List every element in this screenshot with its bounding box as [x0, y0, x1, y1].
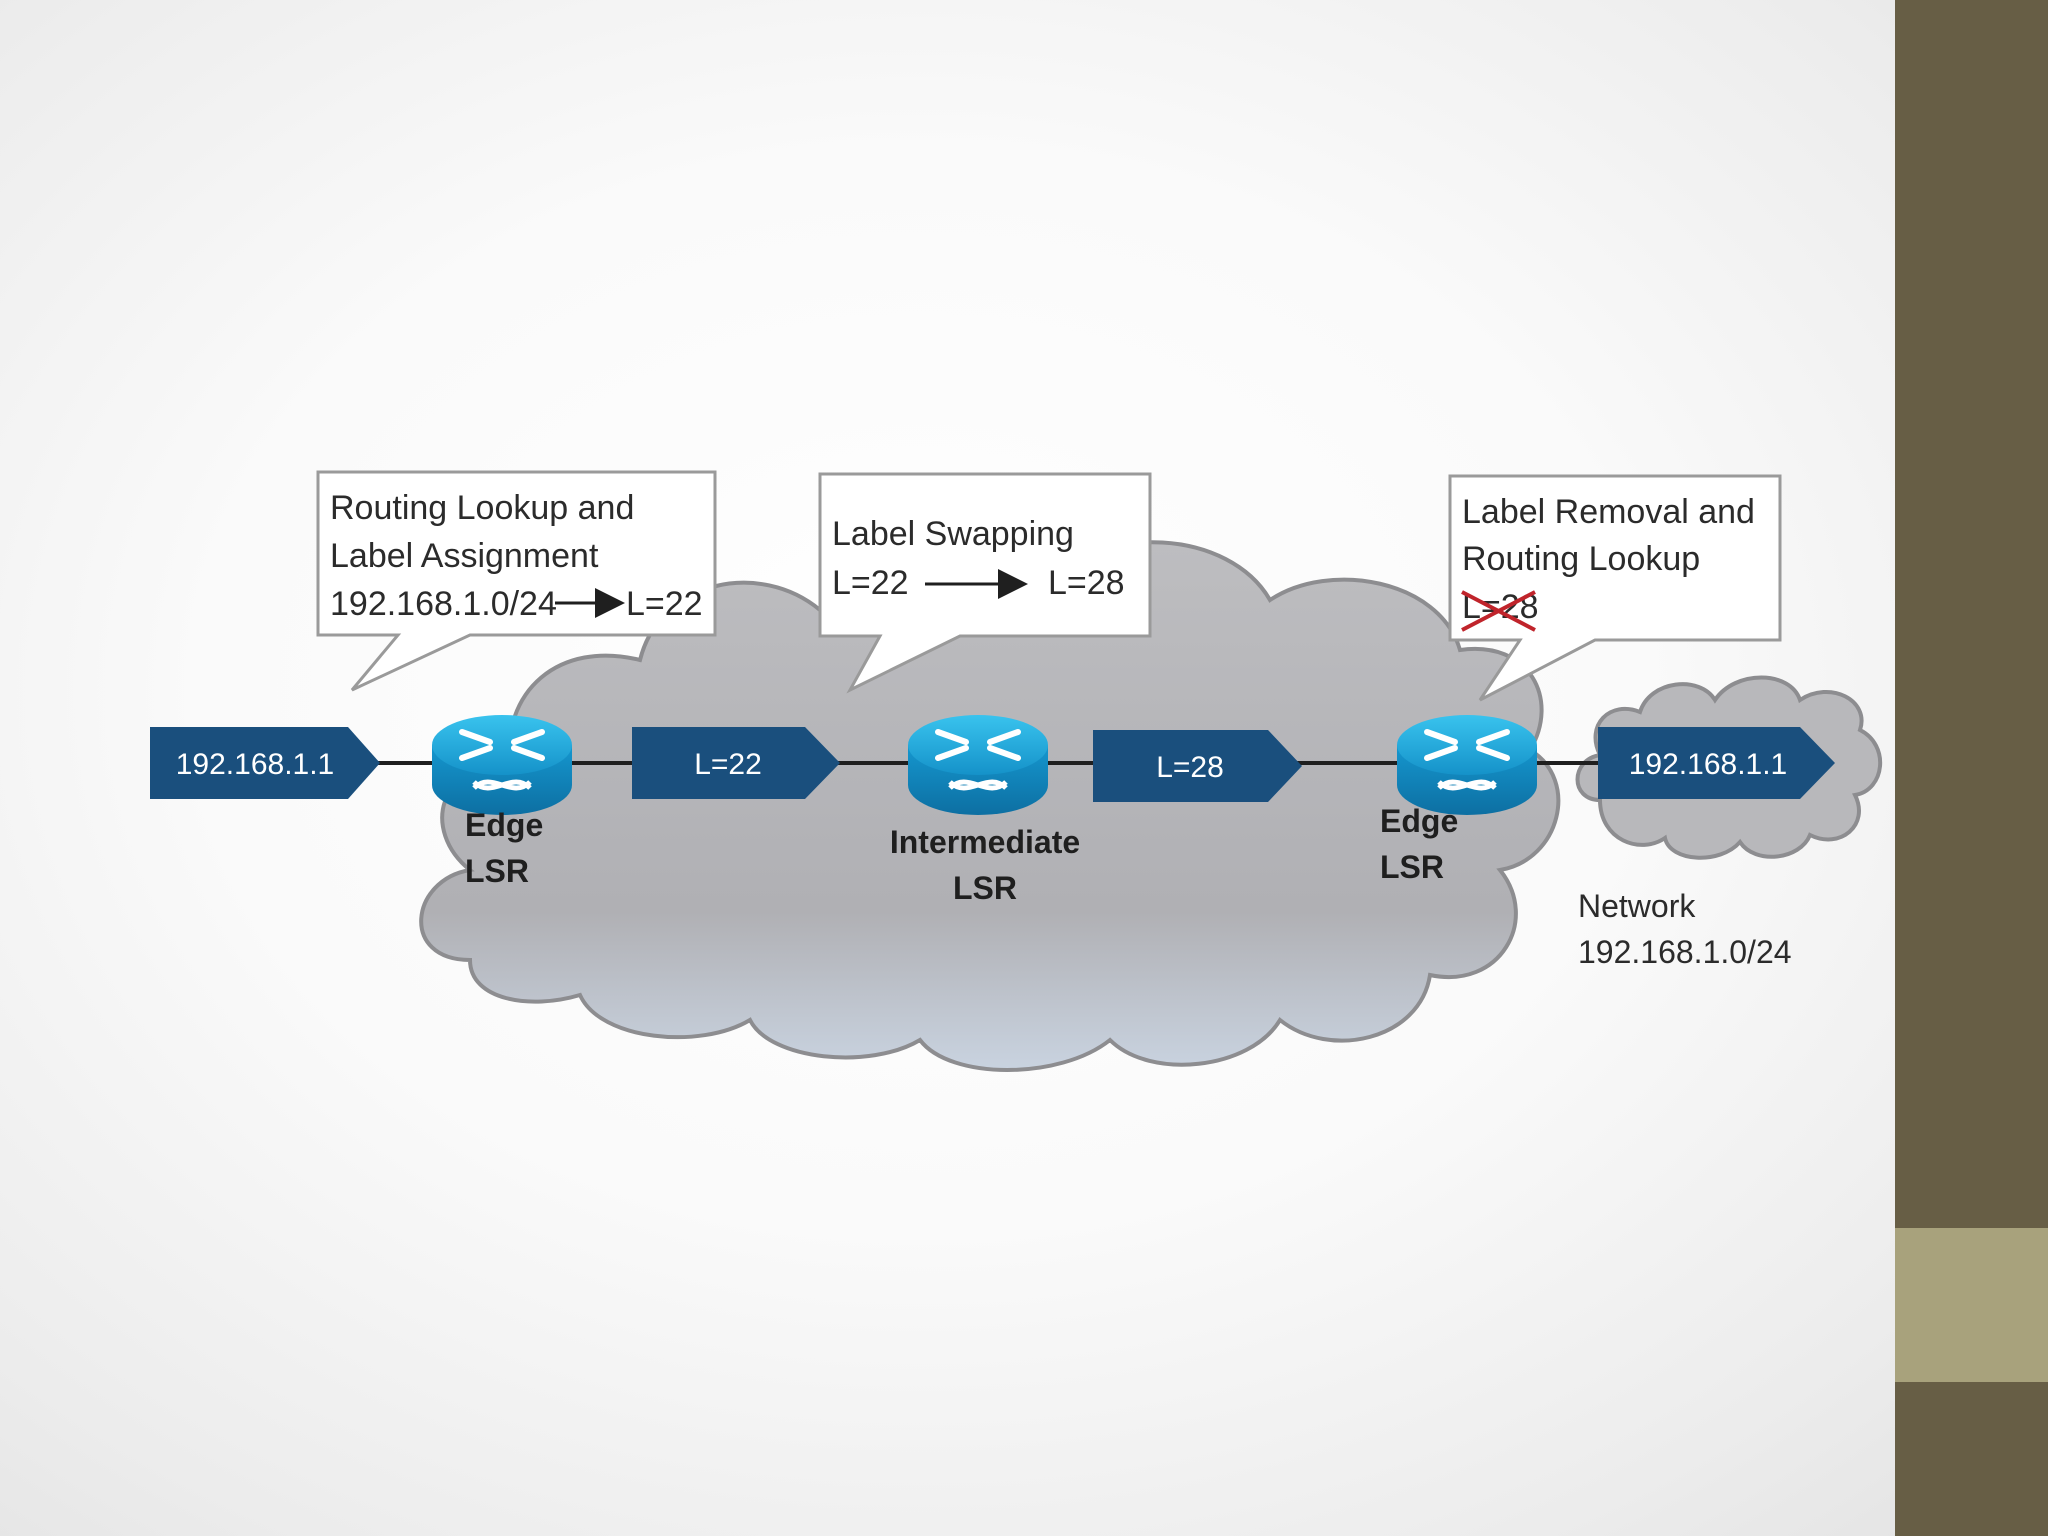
packet-hop1: L=22	[632, 727, 840, 799]
edge-right-label-line2: LSR	[1380, 849, 1444, 885]
edge-left-label-line2: LSR	[465, 853, 529, 889]
router-edge-left	[432, 715, 572, 815]
packet-egress: 192.168.1.1	[1598, 727, 1835, 799]
intermediate-label-line2: LSR	[953, 870, 1017, 906]
packet-egress-label: 192.168.1.1	[1629, 748, 1787, 781]
packet-hop2: L=28	[1093, 730, 1302, 802]
callout-right-struck-label: L=28	[1462, 588, 1539, 626]
callout-left-line1: Routing Lookup and	[330, 489, 634, 527]
edge-right-label-line1: Edge	[1380, 803, 1458, 839]
side-bar-top	[1895, 0, 2048, 1228]
router-edge-right	[1397, 715, 1537, 815]
packet-hop2-label: L=28	[1156, 751, 1224, 784]
router-icon	[432, 715, 572, 815]
packet-ingress: 192.168.1.1	[150, 727, 380, 799]
callout-left-line2: Label Assignment	[330, 537, 599, 575]
edge-left-label-line1: Edge	[465, 807, 543, 843]
strike-line-2	[1461, 590, 1536, 632]
network-label-line1: Network	[1578, 888, 1696, 924]
router-intermediate	[908, 715, 1048, 815]
callout-right-line2: Routing Lookup	[1462, 540, 1700, 578]
callout-left-line3-suffix: L=22	[626, 585, 703, 623]
callout-right-line1: Label Removal and	[1462, 493, 1755, 531]
network-label-line2: 192.168.1.0/24	[1578, 934, 1792, 970]
callout-middle-line1: Label Swapping	[832, 515, 1074, 553]
callout-middle-to: L=28	[1048, 564, 1125, 602]
router-icon	[908, 715, 1048, 815]
callout-left-line3-prefix: 192.168.1.0/24	[330, 585, 557, 623]
side-bar-middle	[1895, 1228, 2048, 1382]
router-icon	[1397, 715, 1537, 815]
callout-routing-lookup: Routing Lookup and Label Assignment 192.…	[316, 470, 717, 692]
packet-hop1-label: L=22	[694, 748, 762, 781]
callout-middle-from: L=22	[832, 564, 909, 602]
callout-label-removal: Label Removal and Routing Lookup L=28	[1448, 474, 1782, 702]
side-bar-bottom	[1895, 1382, 2048, 1536]
intermediate-label-line1: Intermediate	[890, 824, 1080, 860]
callout-label-swapping: Label Swapping L=22 L=28	[818, 472, 1152, 694]
packet-ingress-label: 192.168.1.1	[176, 748, 334, 781]
